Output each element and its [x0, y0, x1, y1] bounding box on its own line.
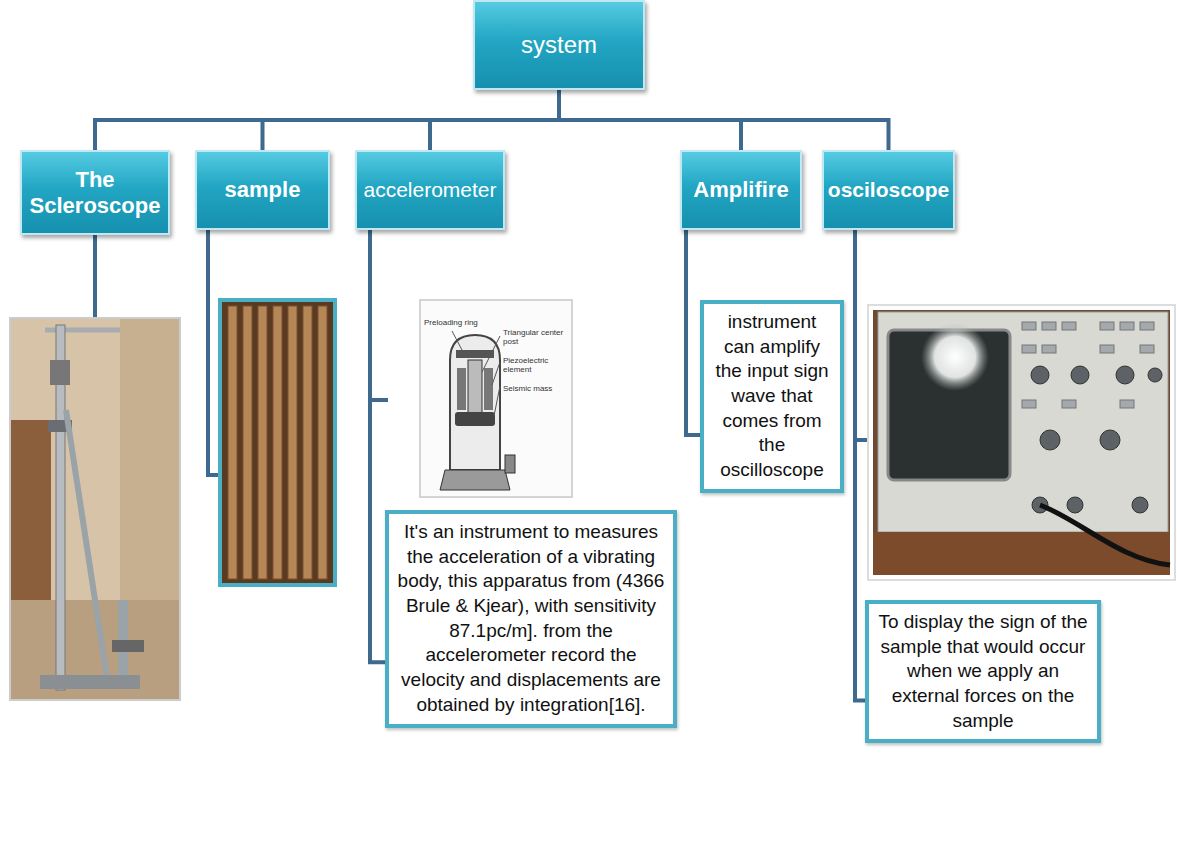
scleroscope-photo-part [40, 675, 140, 689]
accelerometer-drawing-part [420, 300, 572, 497]
oscilloscope-photo-part-part [1042, 345, 1056, 353]
oscilloscope-photo-part-part [1100, 430, 1120, 450]
oscilloscope-photo-part-part [1062, 322, 1076, 330]
oscilloscope-photo-part-part [1148, 368, 1162, 382]
oscilloscope-photo-part [1022, 322, 1154, 408]
oscilloscope-photo-part-part [1062, 400, 1076, 408]
sample-photo-part [228, 306, 237, 579]
part-label: Piezoelectric element [503, 356, 565, 374]
accelerometer-drawing-part-part [482, 336, 500, 372]
component-box: Amplifire [680, 150, 802, 230]
oscilloscope-photo-part-part [1031, 366, 1049, 384]
accelerometer-drawing-part-part [492, 362, 500, 385]
oscilloscope-photo-part [878, 312, 1168, 532]
oscilloscope-photo-part-part [1140, 345, 1154, 353]
oscilloscope-photo-part-part [1120, 400, 1134, 408]
node-text: sample [225, 177, 301, 202]
node-text: system [521, 31, 597, 59]
leader-line-part [370, 398, 388, 402]
component-box: sample [195, 150, 330, 230]
oscilloscope-photo-part [1040, 505, 1170, 565]
description-box: To display the sign of the sample that w… [865, 600, 1101, 743]
scleroscope-photo-part [50, 360, 70, 385]
sample-photo-part [318, 306, 327, 579]
sample-photo-part [303, 306, 312, 579]
tree-connector [370, 230, 385, 662]
oscilloscope-photo-part-part [1022, 322, 1036, 330]
accelerometer-drawing-part [505, 455, 515, 473]
oscilloscope-photo-part-part [1040, 430, 1060, 450]
accelerometer-drawing-part-part [494, 386, 500, 416]
node-text: It's an instrument to measures the accel… [397, 520, 665, 718]
node-text: osciloscope [828, 178, 949, 202]
sample-photo-part [288, 306, 297, 579]
scleroscope-photo-part [120, 319, 179, 600]
oscilloscope-photo-part-part [1140, 322, 1154, 330]
accelerometer-drawing-part [455, 412, 495, 426]
component-box: accelerometer [355, 150, 505, 230]
part-label: Preloading ring [424, 318, 494, 327]
sample-photo [220, 300, 335, 585]
accelerometer-drawing-part [450, 335, 500, 470]
description-box: instrument can amplify the input sign wa… [700, 300, 844, 493]
tree-connector [263, 90, 560, 150]
tree-connector [95, 90, 559, 150]
node-text: To display the sign of the sample that w… [877, 610, 1089, 733]
scleroscope-photo-part [10, 318, 180, 700]
tree-connector [855, 230, 865, 700]
node-text: Amplifire [693, 177, 788, 202]
scleroscope-photo-part [66, 410, 108, 685]
oscilloscope-photo-part [873, 310, 1170, 575]
accelerometer-drawing-part [456, 350, 494, 358]
root-box: system [473, 0, 645, 90]
oscilloscope-photo-part-part [1022, 345, 1036, 353]
accelerometer-drawing [420, 300, 572, 497]
oscilloscope-photo-part-part [1022, 400, 1036, 408]
scleroscope-photo-part [112, 640, 144, 652]
oscilloscope-photo-part [921, 323, 989, 391]
oscilloscope-photo-part-part [1100, 322, 1114, 330]
oscilloscope-photo-part-part [1132, 497, 1148, 513]
node-text: instrument can amplify the input sign wa… [712, 310, 832, 483]
oscilloscope-photo-part-part [1067, 497, 1083, 513]
sample-photo-part [258, 306, 267, 579]
component-box: osciloscope [822, 150, 955, 230]
node-text: The Scleroscope [27, 167, 163, 218]
component-box: The Scleroscope [20, 150, 170, 235]
tree-connector [430, 90, 559, 150]
oscilloscope-photo-part-part [1071, 366, 1089, 384]
oscilloscope-photo-part-part [1042, 322, 1056, 330]
description-box: It's an instrument to measures the accel… [385, 510, 677, 728]
accelerometer-drawing-part [457, 368, 466, 410]
accelerometer-drawing-part-part [452, 331, 462, 350]
part-label: Triangular center post [503, 328, 565, 346]
accelerometer-drawing-part [452, 331, 500, 416]
leader-line-part [93, 235, 97, 318]
accelerometer-drawing-part [440, 470, 510, 490]
sample-photo-part [220, 300, 335, 585]
tree-connector [559, 90, 889, 150]
part-label: Seismic mass [503, 384, 565, 393]
node-text: accelerometer [363, 178, 496, 202]
oscilloscope-photo-part-part [1100, 345, 1114, 353]
tree-connector [686, 230, 700, 435]
oscilloscope-photo [868, 305, 1175, 580]
sample-photo-part [243, 306, 252, 579]
oscilloscope-photo-part [868, 305, 1175, 580]
oscilloscope-photo-part-part [1120, 322, 1134, 330]
accelerometer-drawing-part [484, 368, 493, 410]
scleroscope-photo-part [11, 420, 51, 600]
oscilloscope-photo-part [1031, 366, 1162, 513]
oscilloscope-photo-part-part [1116, 366, 1134, 384]
sample-photo-part [273, 306, 282, 579]
scleroscope-photo [10, 318, 180, 700]
